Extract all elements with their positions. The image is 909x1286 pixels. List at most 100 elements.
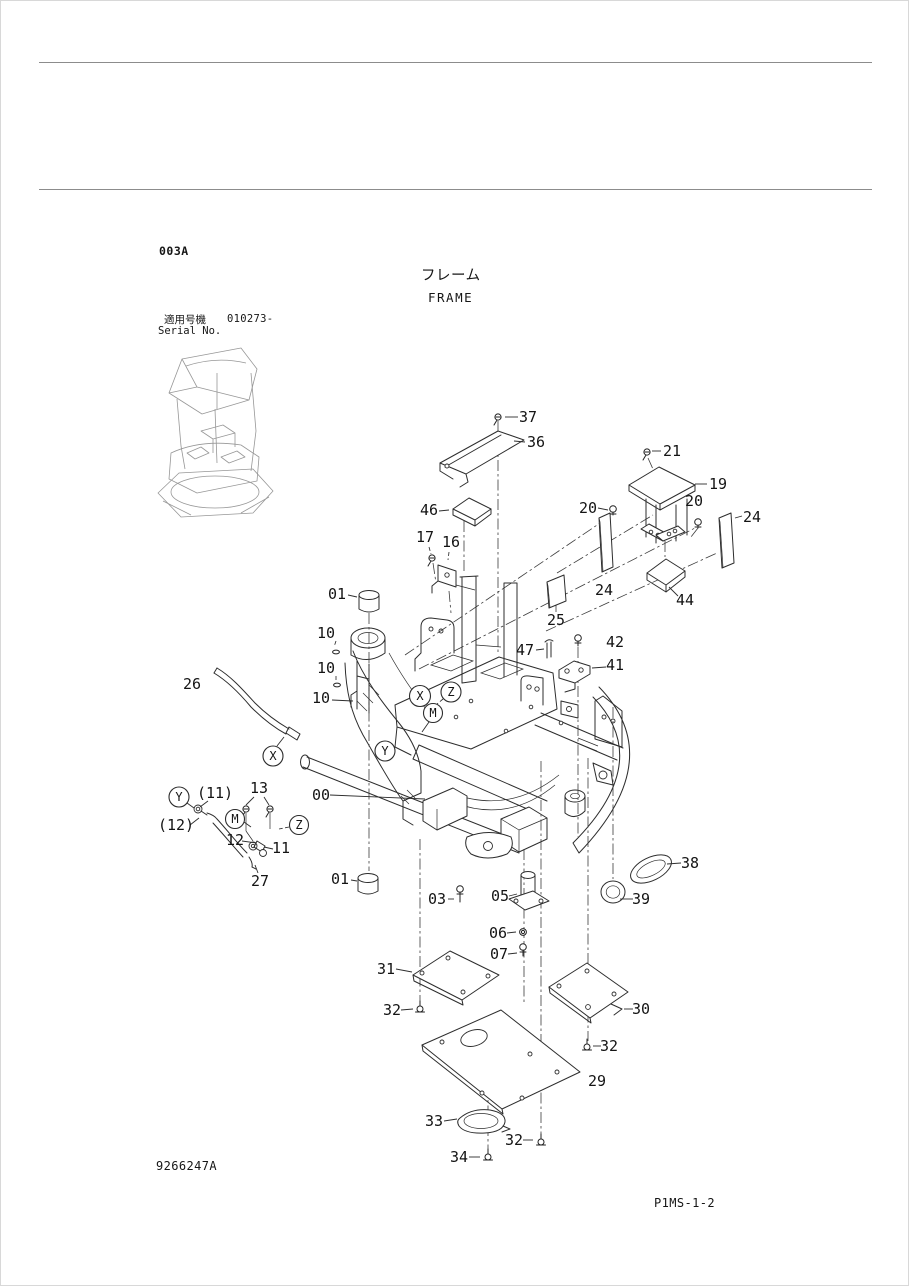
leader-line [597, 507, 609, 511]
part-callout-03: 03 [428, 890, 446, 908]
part-callout-05: 05 [491, 887, 509, 905]
leader-line [591, 666, 607, 669]
part-callout-11: 11 [272, 839, 290, 857]
part-callout-26: 26 [183, 675, 201, 693]
leader-line [199, 800, 209, 808]
connector-circle-Y [168, 786, 190, 808]
part-callout-12: 12 [226, 831, 244, 849]
bolt-icon [519, 943, 527, 957]
part-callout-13: 13 [250, 779, 268, 797]
part-callout-31: 31 [377, 960, 395, 978]
part-callout-21: 21 [663, 442, 681, 460]
part-callout-32: 32 [505, 1131, 523, 1149]
leader-line [395, 968, 413, 973]
part-callout-41: 41 [606, 656, 624, 674]
part-36-cover [439, 430, 525, 488]
leader-line [331, 699, 354, 702]
part-callout-10: 10 [312, 689, 330, 707]
part-callout-24: 24 [743, 508, 761, 526]
part-callout-36: 36 [527, 433, 545, 451]
doc-code: 003A [159, 244, 189, 258]
part-callout-32: 32 [600, 1037, 618, 1055]
screw-icon [642, 448, 651, 461]
leader-line [347, 594, 358, 598]
machine-thumbnail [157, 347, 274, 518]
leader-line [447, 551, 450, 561]
washer-icon [332, 649, 340, 655]
leader-line [243, 821, 252, 828]
page-title-en: FRAME [428, 290, 474, 305]
part-callout-07: 07 [490, 945, 508, 963]
connector-letter-X: X [269, 749, 277, 763]
leader-line [333, 640, 337, 648]
leader-line [507, 952, 518, 955]
screw-icon [493, 413, 502, 426]
part-callout-37: 37 [519, 408, 537, 426]
leader-line [254, 864, 259, 874]
bolt-icon [574, 634, 582, 647]
leader-line [668, 586, 679, 597]
serial-label-ja: 適用号機 [164, 314, 206, 326]
bolt-icon [609, 505, 617, 516]
leader-line [263, 796, 270, 806]
part-callout-47: 47 [516, 641, 534, 659]
part-44-pad [646, 558, 686, 593]
part-callout-46: 46 [420, 501, 438, 519]
leader-line [263, 846, 274, 850]
boltup-icon [582, 1038, 592, 1051]
part-24-right-plate [718, 512, 735, 569]
leader-line [443, 1118, 458, 1122]
part-callout-01: 01 [328, 585, 346, 603]
part-01-bushing-top [358, 590, 380, 613]
part-callout-16: 16 [442, 533, 460, 551]
header-rule-middle [39, 189, 872, 190]
connector-letter-M: M [231, 812, 238, 826]
leader-line [189, 817, 200, 826]
connector-letter-Z: Z [295, 818, 302, 832]
screw-icon [427, 554, 436, 567]
part-33-gasket [457, 1109, 511, 1134]
part-callout-25: 25 [547, 611, 565, 629]
connector-circle-Y [374, 740, 396, 762]
leader-line [734, 515, 743, 519]
part-callout-29: 29 [588, 1072, 606, 1090]
leader-line [535, 648, 545, 651]
part-callout-20: 20 [685, 492, 703, 510]
bolt-icon [456, 885, 464, 903]
serial-value: 010273- [227, 313, 274, 325]
part-callout-19: 19 [709, 475, 727, 493]
part-callout-27: 27 [251, 872, 269, 890]
leader-line [245, 796, 255, 806]
serial-label-en: Serial No. [158, 325, 222, 337]
part-callout-44: 44 [676, 591, 694, 609]
leader-line [508, 893, 518, 897]
leader-line [513, 440, 526, 443]
part-callout-42: 42 [606, 633, 624, 651]
leader-line [666, 862, 682, 865]
leader-line [276, 736, 285, 747]
connector-letter-X: X [416, 689, 424, 703]
part-39-grommet [600, 880, 626, 904]
leader-line [278, 826, 290, 830]
connector-circle-M [422, 702, 444, 724]
part-callout-32: 32 [383, 1001, 401, 1019]
part-05-pin [508, 871, 550, 911]
part-16-clamp [431, 564, 476, 594]
leader-line [329, 794, 426, 800]
connector-letter-Z: Z [447, 685, 454, 699]
part-30-cover [548, 962, 629, 1024]
leader-line [421, 721, 430, 733]
part-callout-00: 00 [312, 786, 330, 804]
part-callout-34: 34 [450, 1148, 468, 1166]
washer-icon [333, 682, 341, 688]
connector-circle-X [408, 684, 432, 708]
part-callout-10: 10 [317, 659, 335, 677]
part-callout-20: 20 [579, 499, 597, 517]
part-26-hose [213, 667, 301, 741]
screw-icon [241, 805, 250, 818]
connector-circle-X [262, 745, 284, 767]
part-24-left-plate [598, 512, 614, 573]
part-41-bracket [558, 660, 591, 693]
